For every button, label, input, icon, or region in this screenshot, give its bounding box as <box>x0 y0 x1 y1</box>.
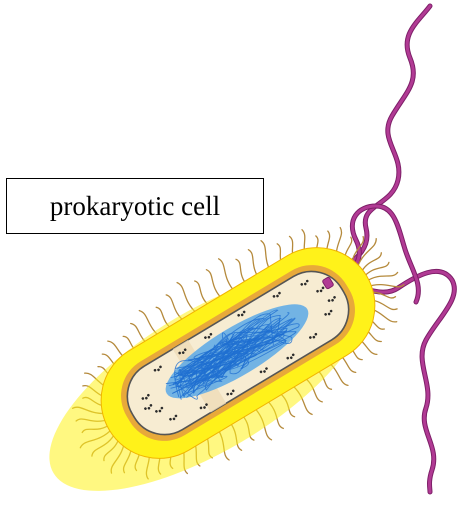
cell-label: prokaryotic cell <box>6 178 264 234</box>
pilus <box>219 259 236 293</box>
pilus <box>206 270 222 300</box>
pilus <box>365 272 398 282</box>
cell-label-text: prokaryotic cell <box>50 191 220 222</box>
flagellum-outline <box>330 6 430 280</box>
flagellum <box>330 6 430 280</box>
flagella <box>326 6 454 492</box>
cell-body <box>17 223 406 529</box>
